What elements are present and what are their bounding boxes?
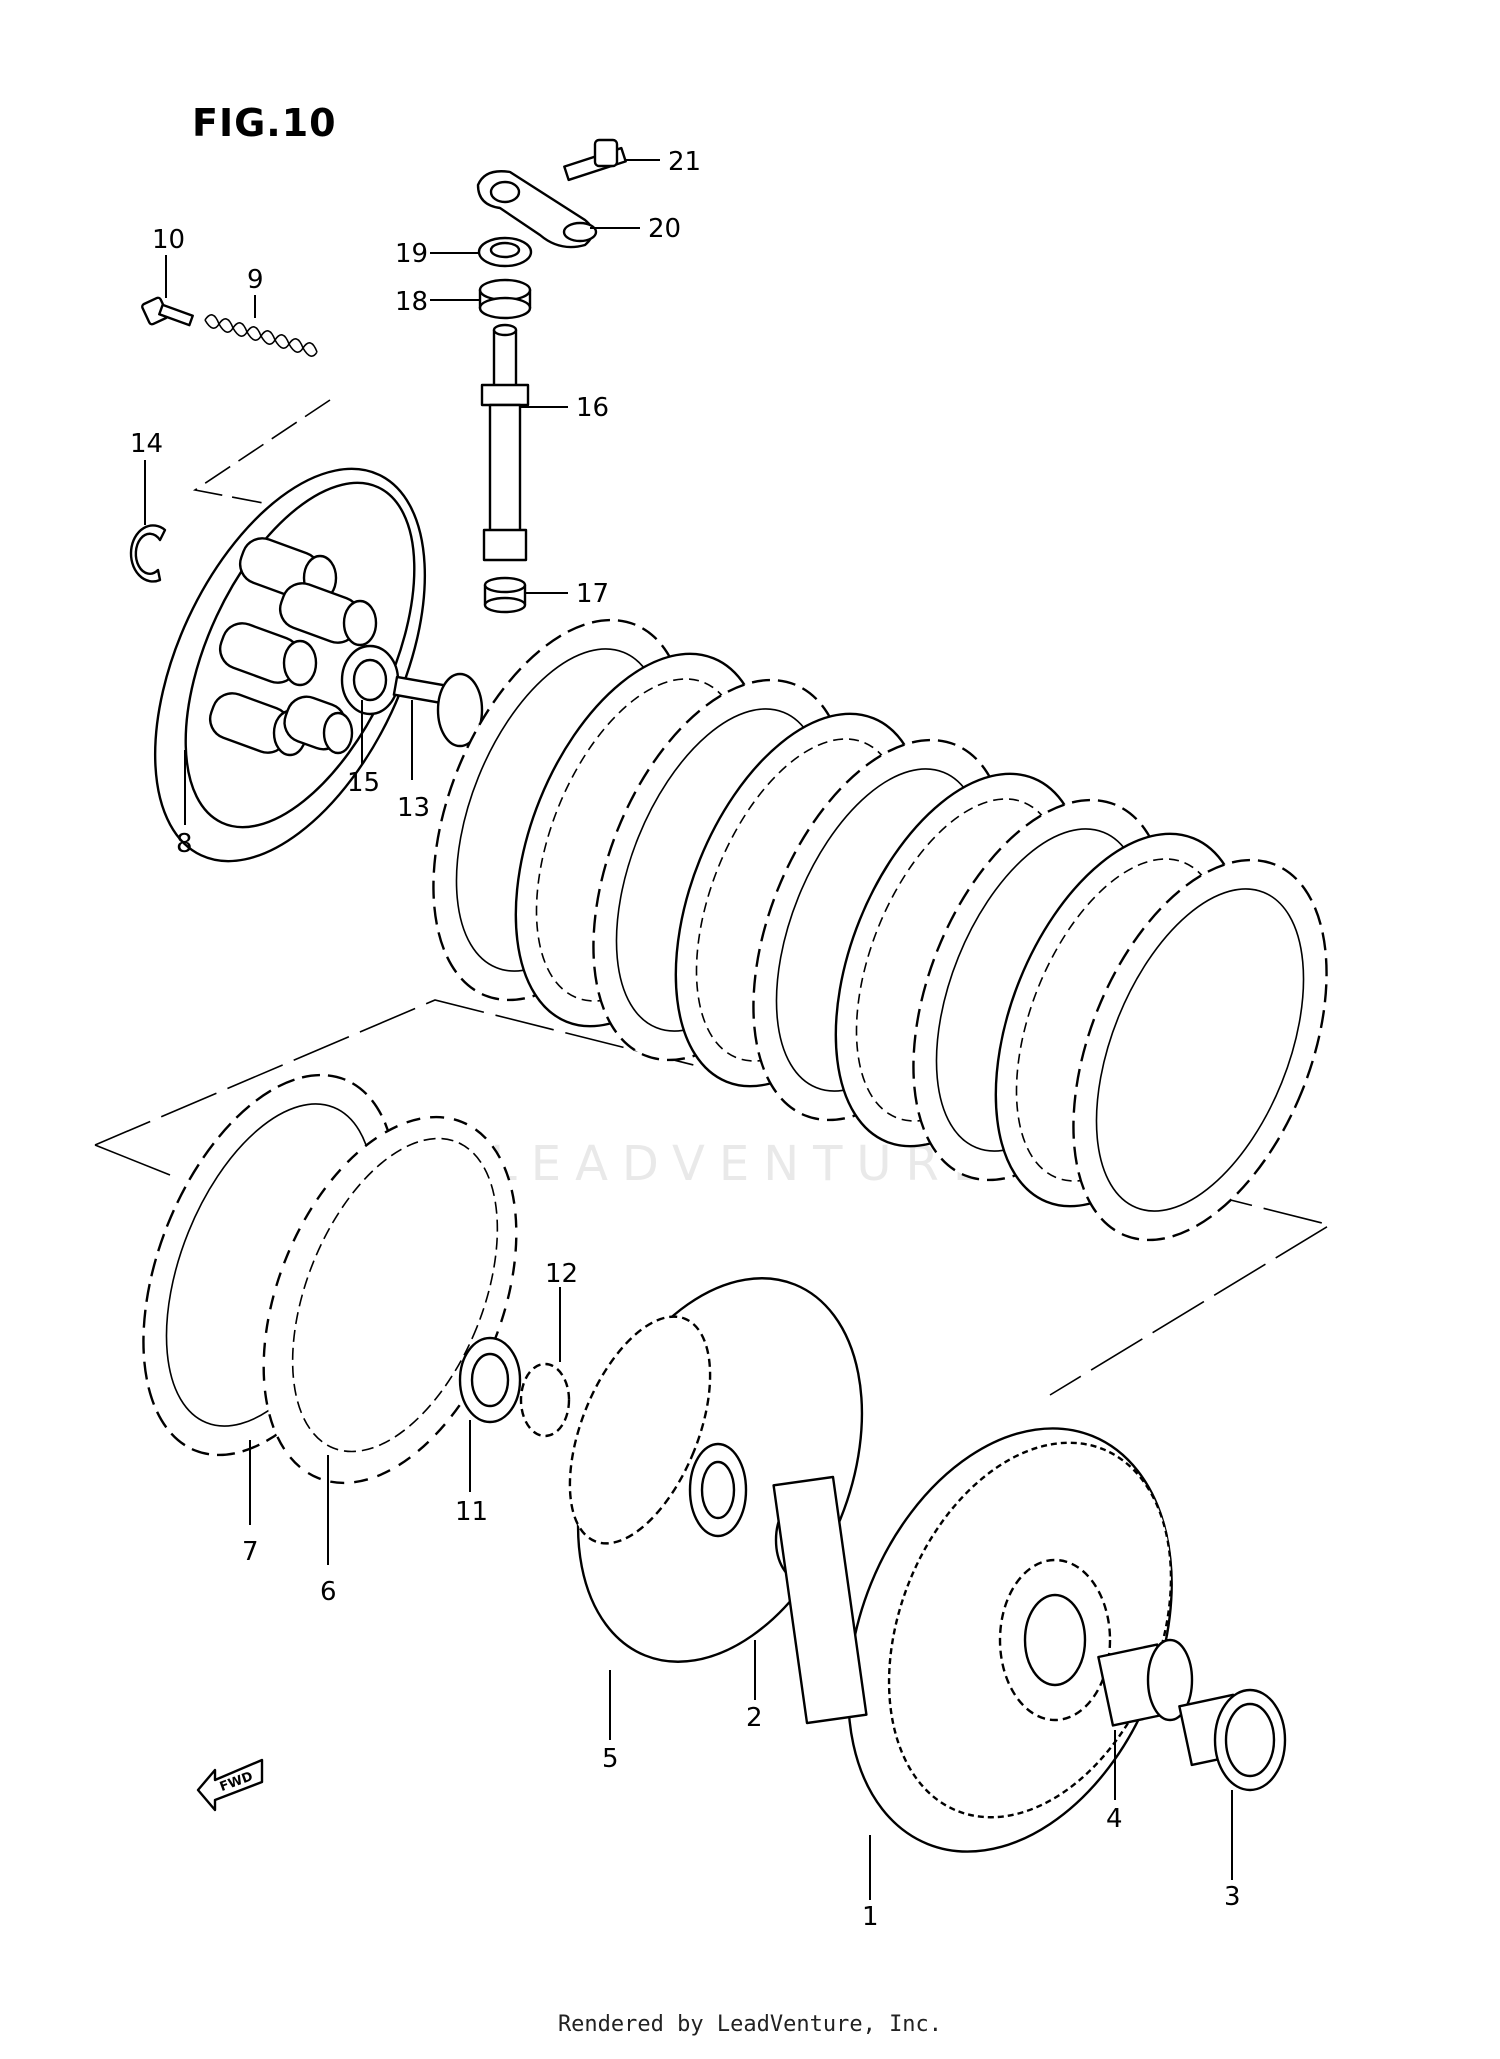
part-17-bushing[interactable] xyxy=(483,576,527,614)
callout-18[interactable]: 18 xyxy=(395,287,428,317)
part-9-clutch-spring[interactable] xyxy=(204,314,318,357)
part-1-clutch-housing[interactable] xyxy=(772,1380,1232,1900)
part-18-bearing[interactable] xyxy=(478,278,532,320)
part-19-oil-seal[interactable] xyxy=(477,236,533,268)
callout-10[interactable]: 10 xyxy=(152,225,185,255)
figure-title: FIG.10 xyxy=(192,101,337,145)
callout-6[interactable]: 6 xyxy=(320,1577,337,1607)
callout-16[interactable]: 16 xyxy=(576,393,609,423)
callout-1[interactable]: 1 xyxy=(862,1902,879,1932)
assembly-outline-upper xyxy=(192,399,331,511)
callout-14[interactable]: 14 xyxy=(130,429,163,459)
callout-7[interactable]: 7 xyxy=(242,1537,259,1567)
part-3-spacer[interactable] xyxy=(1178,1688,1287,1792)
callout-2[interactable]: 2 xyxy=(746,1703,763,1733)
callout-5[interactable]: 5 xyxy=(602,1744,619,1774)
part-12-lock-washer[interactable] xyxy=(519,1362,571,1438)
part-14-circlip[interactable] xyxy=(129,524,167,583)
part-16-release-shaft[interactable] xyxy=(480,323,530,562)
part-10-bolt[interactable] xyxy=(141,296,194,327)
callout-20[interactable]: 20 xyxy=(648,214,681,244)
part-11-spacer[interactable] xyxy=(458,1336,522,1424)
callout-11[interactable]: 11 xyxy=(455,1497,488,1527)
part-20-release-arm[interactable] xyxy=(476,170,598,249)
part-8-pressure-plate[interactable] xyxy=(100,427,481,902)
part-15-bearing[interactable] xyxy=(340,644,400,716)
leader-lines xyxy=(144,159,1233,1900)
clutch-plate-upper[interactable] xyxy=(1023,823,1377,1276)
part-4-needle-bearing[interactable] xyxy=(1097,1638,1194,1727)
callout-8[interactable]: 8 xyxy=(176,829,193,859)
callout-19[interactable]: 19 xyxy=(395,239,428,269)
callout-3[interactable]: 3 xyxy=(1224,1882,1241,1912)
callout-21[interactable]: 21 xyxy=(668,147,701,177)
part-13-push-piece[interactable] xyxy=(392,672,484,748)
callout-13[interactable]: 13 xyxy=(397,793,430,823)
callout-17[interactable]: 17 xyxy=(576,579,609,609)
clutch-plate-stack-upper xyxy=(432,618,1377,1276)
part-number-labels: 21 20 19 18 16 17 10 9 14 8 15 13 7 6 12… xyxy=(130,147,1241,1932)
callout-9[interactable]: 9 xyxy=(247,265,264,295)
callout-12[interactable]: 12 xyxy=(545,1259,578,1289)
fwd-arrow-icon: FWD xyxy=(196,1758,264,1812)
callout-15[interactable]: 15 xyxy=(347,768,380,798)
callout-4[interactable]: 4 xyxy=(1106,1804,1123,1834)
footer-credit: Rendered by LeadVenture, Inc. xyxy=(557,2012,943,2037)
part-21-bolt[interactable] xyxy=(563,138,627,182)
